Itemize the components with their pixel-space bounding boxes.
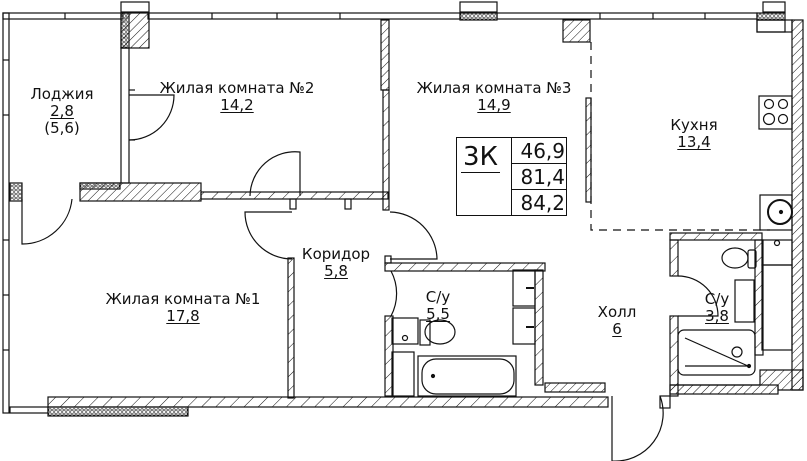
room-label-living-1: Жилая комната №1 17,8 bbox=[105, 290, 261, 325]
room-label-hall: Холл 6 bbox=[597, 303, 637, 338]
room-label-bathroom-2: С/у 3,8 bbox=[704, 290, 730, 325]
room-label-bathroom-1: С/у 5,5 bbox=[425, 288, 451, 323]
top-window-band bbox=[2, 12, 758, 20]
area-values: 46,9 81,4 84,2 bbox=[511, 138, 567, 215]
room-label-kitchen: Кухня 13,4 bbox=[670, 116, 718, 151]
total-area-with-loggia: 84,2 bbox=[520, 191, 565, 215]
room-label-corridor: Коридор 5,8 bbox=[301, 245, 371, 280]
room-label-living-2: Жилая комната №2 14,2 bbox=[159, 79, 315, 114]
total-area: 81,4 bbox=[512, 164, 567, 190]
stove-icon bbox=[758, 95, 793, 130]
room-label-loggia: Лоджия 2,8 (5,6) bbox=[30, 85, 94, 137]
living-area: 46,9 bbox=[512, 138, 567, 164]
room-label-living-3: Жилая комната №3 14,9 bbox=[416, 79, 572, 114]
apartment-type: 3К bbox=[461, 142, 501, 173]
apartment-summary-box: 3К 46,9 81,4 84,2 bbox=[456, 137, 567, 216]
kitchen-sink-icon bbox=[759, 194, 793, 231]
